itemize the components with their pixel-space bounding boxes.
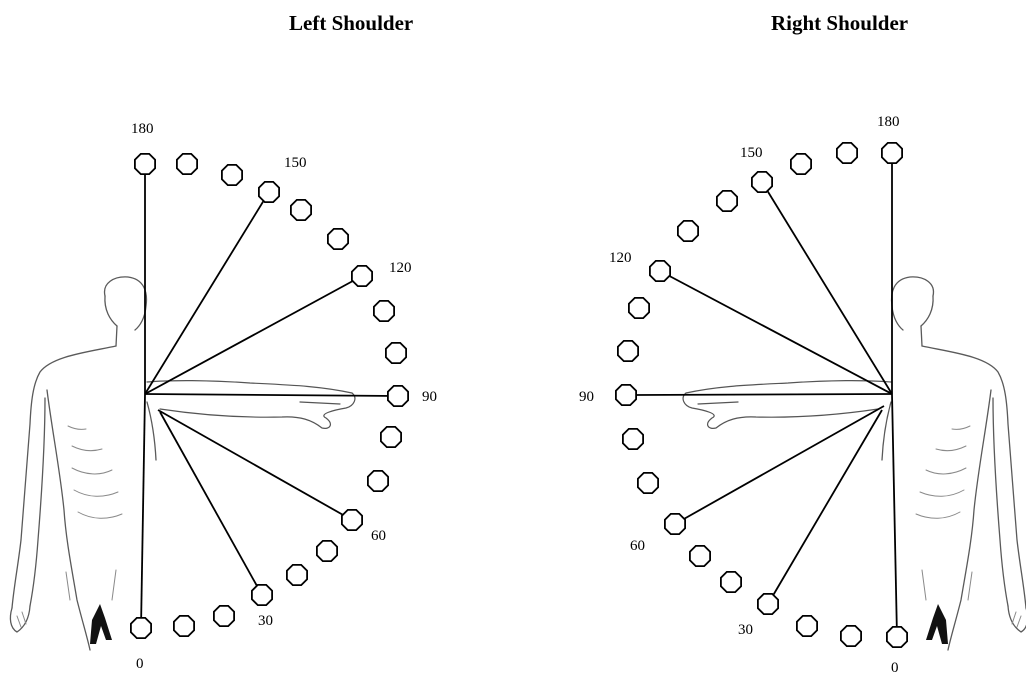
right-label-150: 150	[740, 145, 763, 161]
left-marker-30	[250, 584, 274, 606]
right-human-figure-icon	[682, 276, 1026, 651]
left-marker-150	[257, 180, 281, 204]
right-marker-170	[836, 141, 858, 165]
right-line-90	[625, 393, 893, 396]
right-line-120	[659, 270, 893, 395]
left-marker-70	[366, 469, 390, 493]
right-label-0: 0	[891, 660, 899, 675]
left-marker-110	[372, 299, 396, 323]
right-shoulder-title: Right Shoulder	[771, 11, 909, 35]
left-line-150	[144, 191, 270, 395]
left-marker-120	[350, 264, 374, 288]
right-marker-30	[757, 593, 779, 615]
left-line-30	[159, 411, 263, 596]
left-marker-80	[379, 425, 403, 449]
left-line-120	[144, 275, 363, 395]
left-label-90: 90	[422, 389, 437, 405]
left-label-150: 150	[284, 155, 307, 171]
left-marker-10	[172, 615, 196, 637]
left-label-30: 30	[258, 613, 273, 629]
right-angle-lines	[625, 153, 898, 638]
right-marker-60	[664, 513, 686, 535]
left-label-180: 180	[131, 121, 154, 137]
right-marker-140	[716, 189, 738, 213]
right-marker-110	[628, 296, 650, 320]
left-marker-0	[129, 617, 153, 639]
left-line-60	[157, 409, 353, 521]
right-line-150	[761, 181, 893, 395]
right-label-30: 30	[738, 622, 753, 638]
right-marker-0	[886, 626, 908, 648]
left-marker-170	[175, 152, 199, 176]
left-label-60: 60	[371, 528, 386, 544]
left-angle-labels: 180 150 120 90 60 30 0	[131, 121, 437, 672]
left-marker-40	[285, 564, 309, 586]
left-marker-130	[326, 227, 350, 251]
left-marker-100	[384, 341, 408, 365]
right-marker-160	[790, 152, 812, 176]
right-shoulder-panel: 180 150 120 90 60 30 0	[579, 114, 1026, 675]
left-shoulder-title: Left Shoulder	[289, 11, 414, 35]
left-shoulder-panel: 180 150 120 90 60 30 0	[9, 121, 437, 672]
right-marker-20	[796, 615, 818, 637]
left-label-0: 0	[136, 656, 144, 672]
left-line-0	[140, 393, 146, 629]
right-line-0	[891, 393, 898, 638]
right-marker-150	[751, 170, 773, 194]
right-marker-70	[637, 471, 659, 495]
right-marker-90	[615, 383, 637, 407]
left-marker-180	[133, 152, 157, 176]
right-marker-100	[617, 339, 639, 363]
right-marker-50	[689, 545, 711, 567]
left-marker-160	[220, 163, 244, 187]
left-marker-60	[340, 508, 364, 531]
left-marker-90	[386, 384, 410, 408]
right-line-30	[767, 409, 883, 605]
left-marker-20	[212, 605, 236, 627]
right-marker-130	[677, 219, 699, 243]
left-line-90	[144, 393, 399, 397]
right-marker-40	[720, 571, 742, 593]
right-angle-labels: 180 150 120 90 60 30 0	[579, 114, 900, 675]
right-label-60: 60	[630, 538, 645, 554]
right-label-180: 180	[877, 114, 900, 130]
right-line-60	[674, 405, 885, 525]
right-marker-80	[622, 427, 644, 451]
left-marker-50	[315, 540, 339, 562]
right-label-90: 90	[579, 389, 594, 405]
left-marker-140	[289, 198, 313, 222]
right-marker-10	[840, 625, 862, 647]
right-marker-180	[881, 141, 903, 165]
left-angle-lines	[140, 164, 399, 629]
left-human-figure-icon	[9, 276, 356, 651]
right-marker-120	[649, 259, 671, 283]
right-label-120: 120	[609, 250, 632, 266]
left-label-120: 120	[389, 260, 412, 276]
